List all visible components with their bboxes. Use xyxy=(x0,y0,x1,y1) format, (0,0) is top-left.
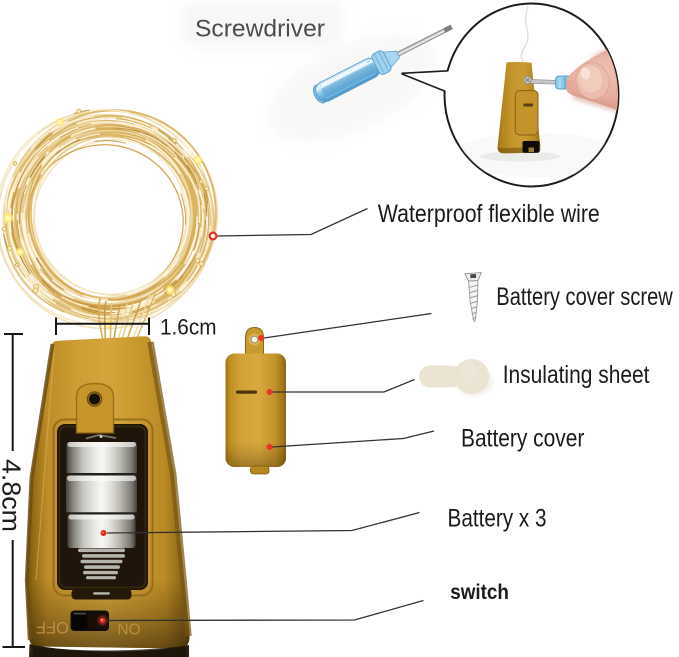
svg-text:Waterproof flexible wire: Waterproof flexible wire xyxy=(378,200,600,228)
svg-text:Battery cover screw: Battery cover screw xyxy=(496,283,673,311)
svg-text:Insulating sheet: Insulating sheet xyxy=(503,361,650,389)
svg-text:ON: ON xyxy=(117,619,140,636)
svg-text:1.6cm: 1.6cm xyxy=(160,314,217,339)
svg-text:Battery cover: Battery cover xyxy=(461,425,584,453)
svg-text:Battery x 3: Battery x 3 xyxy=(448,504,547,532)
svg-text:OFF: OFF xyxy=(36,618,69,636)
svg-text:switch: switch xyxy=(450,581,509,604)
svg-text:4.8cm: 4.8cm xyxy=(0,459,27,532)
svg-text:Screwdriver: Screwdriver xyxy=(195,16,325,43)
